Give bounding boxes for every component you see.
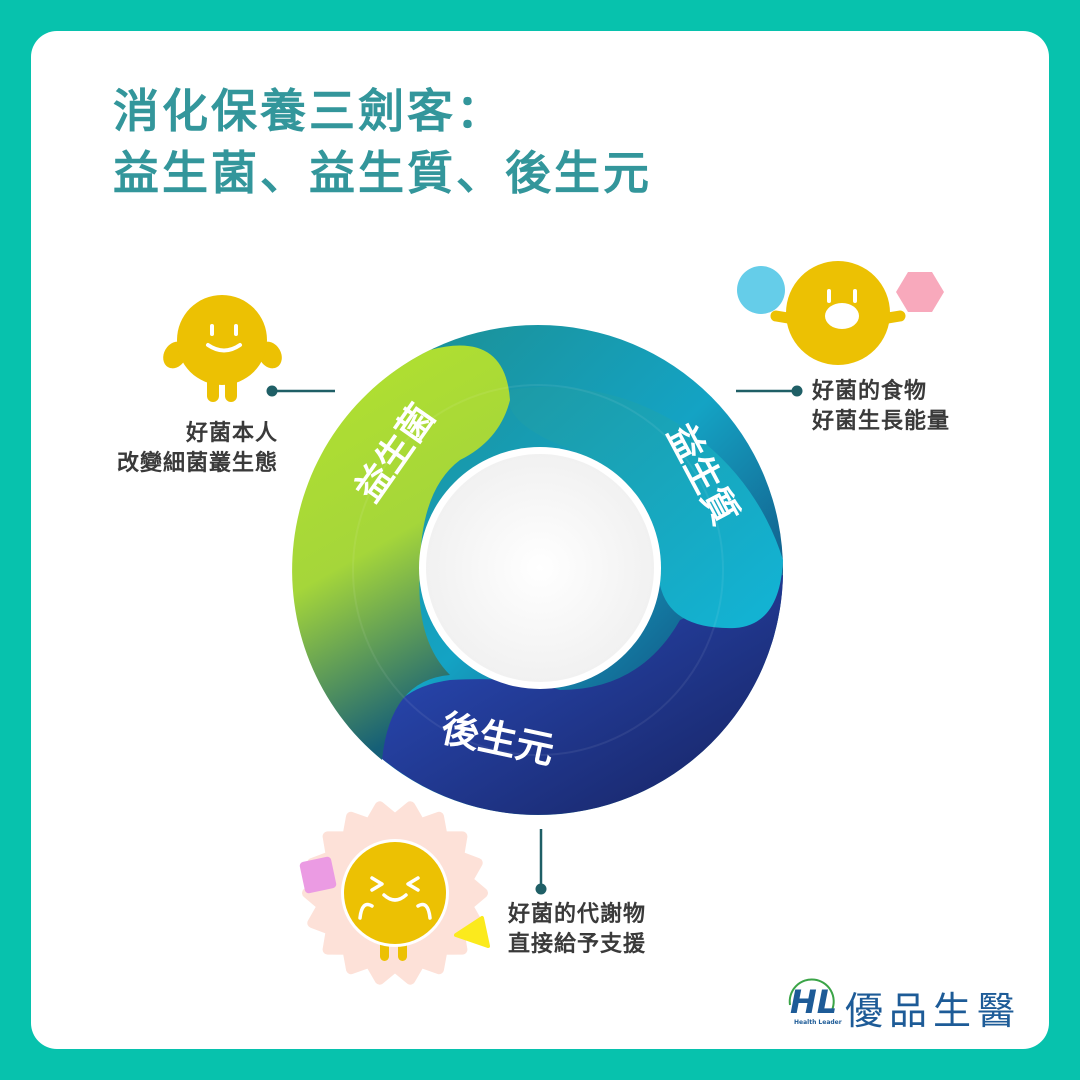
square-shape-icon: [299, 856, 337, 894]
probiotic-mascot-icon: [163, 295, 282, 402]
callout-probiotic: 好菌本人 改變細菌叢生態: [117, 419, 278, 479]
prebiotic-mascot-icon: [737, 261, 944, 365]
connector-dot: [535, 883, 547, 895]
food-hexagon-icon: [896, 272, 944, 312]
callout-probiotic-line-1: 好菌本人: [185, 421, 278, 446]
triangle-shape-icon: [454, 916, 490, 948]
callout-prebiotic: 好菌的食物 好菌生長能量: [812, 377, 950, 437]
connector-dot: [266, 385, 278, 397]
ring-segment-probiotic: [292, 345, 510, 760]
ring-inner-band: [352, 384, 724, 756]
callout-postbiotic: 好菌的代謝物 直接給予支援: [508, 900, 646, 960]
callout-prebiotic-line-2: 好菌生長能量: [812, 409, 951, 434]
title-line-1: 消化保養三劍客：: [113, 84, 505, 138]
callout-prebiotic-line-1: 好菌的食物: [812, 379, 928, 404]
brand-logo-icon: HL Health Leader: [788, 978, 842, 1026]
center-circle: [426, 454, 654, 682]
postbiotic-mascot-icon: [299, 801, 490, 985]
callout-probiotic-line-2: 改變細菌叢生態: [116, 451, 278, 476]
title-line-2: 益生菌、益生質、後生元: [113, 146, 652, 200]
ring-segment-prebiotic: [508, 386, 783, 629]
page-title: 消化保養三劍客： 益生菌、益生質、後生元: [113, 80, 652, 204]
ring-segment-postbiotic: [379, 575, 783, 815]
callout-postbiotic-line-2: 直接給予支援: [508, 932, 647, 957]
brand-name: 優品生醫: [845, 989, 1022, 1033]
logo-mark-caption: Health Leader: [794, 1019, 842, 1026]
connector-right: [736, 385, 803, 397]
callout-postbiotic-line-1: 好菌的代謝物: [508, 902, 647, 927]
food-circle-icon: [737, 266, 785, 314]
connector-bottom: [535, 829, 547, 895]
connector-dot: [791, 385, 803, 397]
logo-mark: HL: [790, 983, 837, 1021]
cycle-ring: [292, 325, 783, 815]
connector-left: [266, 385, 335, 397]
